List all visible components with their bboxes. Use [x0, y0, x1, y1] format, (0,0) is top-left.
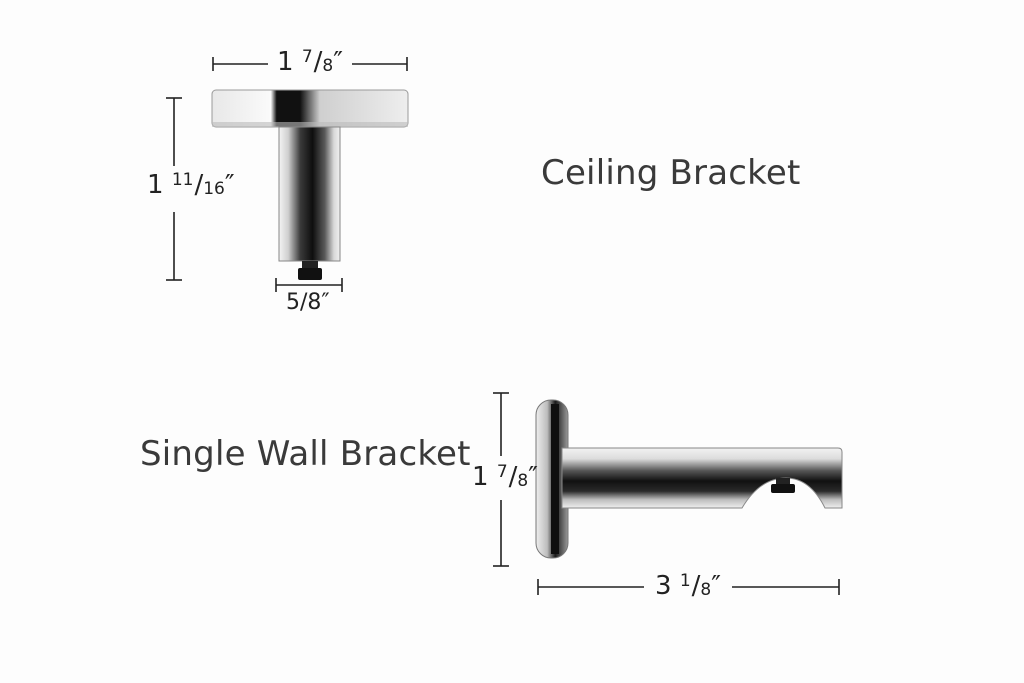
- wall-height-dimension: [493, 392, 509, 567]
- ceiling-width-label: 1 7/8″: [277, 47, 343, 77]
- wall-length-label: 3 1/8″: [655, 571, 721, 601]
- ceiling-height-dimension: [166, 97, 182, 281]
- set-screw-head: [298, 268, 322, 280]
- wall-bracket-title: Single Wall Bracket: [140, 434, 471, 474]
- set-screw: [302, 261, 318, 269]
- ceiling-bracket-title: Ceiling Bracket: [541, 153, 801, 193]
- ceiling-stem: [278, 126, 341, 262]
- ceiling-height-label: 1 11/16″: [147, 170, 235, 200]
- ceiling-bracket-drawing: [211, 89, 409, 280]
- wall-bracket-drawing: [535, 399, 843, 559]
- wall-set-screw: [776, 478, 790, 484]
- wall-length-dimension: [537, 579, 840, 595]
- ceiling-stem-dimension: [275, 278, 343, 292]
- wall-height-label: 1 7/8″: [472, 462, 538, 492]
- ceiling-stem-label: 5/8″: [286, 290, 330, 315]
- ceiling-width-dimension: [212, 57, 408, 71]
- ceiling-flange: [211, 89, 409, 128]
- wall-arm: [561, 447, 843, 509]
